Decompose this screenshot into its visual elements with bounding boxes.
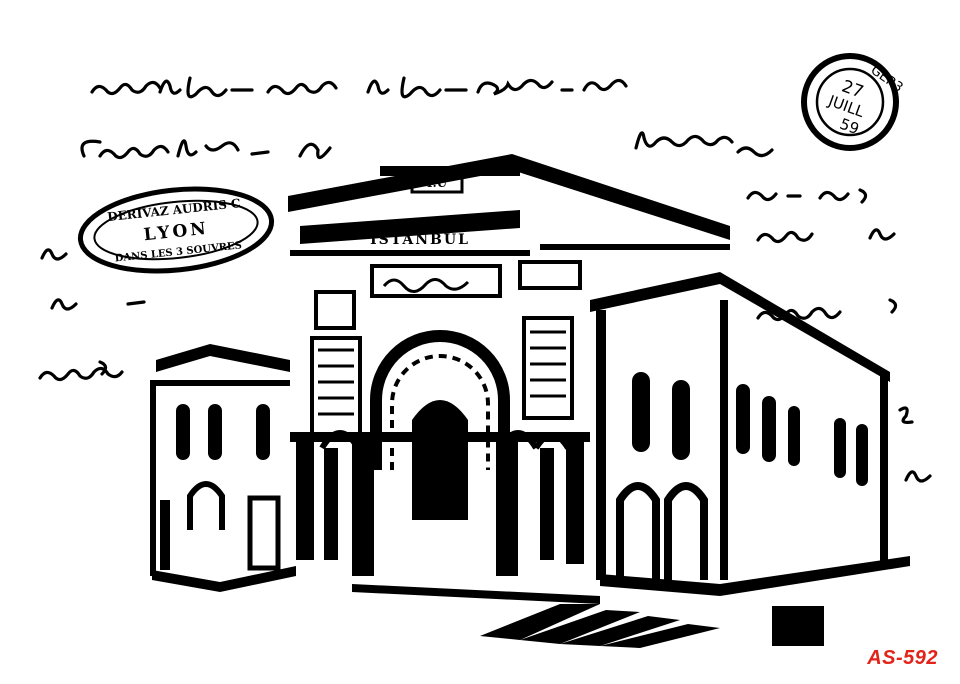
postmark-year: 59 xyxy=(837,115,861,138)
oval-stamp-city: LYON xyxy=(143,219,210,246)
stairs xyxy=(352,584,824,648)
product-code: AS-592 xyxy=(867,647,938,669)
left-tower xyxy=(150,344,296,592)
right-wing xyxy=(590,272,910,596)
round-postmark: GER3 27 JUILL 59 xyxy=(801,53,905,151)
colonnade xyxy=(290,430,590,576)
central-arch xyxy=(370,330,510,520)
building-monogram: I.Ü xyxy=(427,174,448,190)
dentil-band xyxy=(290,244,730,256)
building-sign: ISTANBUL xyxy=(370,232,470,248)
oval-lyon-stamp: DERIVAZ AUDRIS C LYON DANS LES 3 SOUVRES xyxy=(77,186,275,274)
handwriting-script xyxy=(38,76,932,483)
istanbul-gate-building: I.Ü ISTANBUL xyxy=(150,154,910,648)
